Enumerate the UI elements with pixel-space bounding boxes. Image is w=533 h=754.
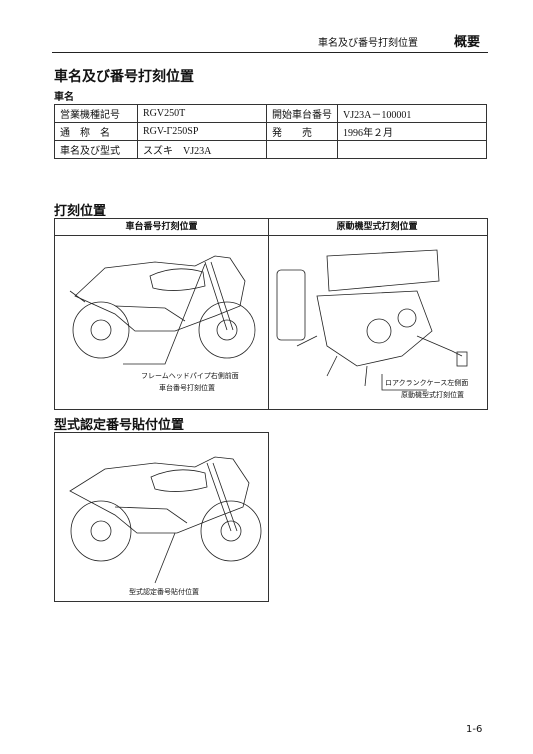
table-cell: 発 売: [266, 122, 338, 141]
figure-heading: 車台番号打刻位置: [55, 219, 268, 236]
frame-callout-label: 車台番号打刻位置: [159, 384, 215, 392]
motorcycle-illustration: [69, 456, 262, 584]
chapter-label: 概要: [454, 35, 481, 50]
cert-label-figure: 型式認定番号貼付位置: [54, 432, 269, 602]
table-cell: 通 称 名: [54, 122, 138, 141]
cert-section-title: 型式認定番号貼付位置: [54, 418, 185, 433]
page-title: 車名及び番号打刻位置: [54, 69, 194, 85]
header-rule: [52, 52, 488, 53]
page-number: 1-6: [466, 724, 483, 735]
table-cell: 1996年２月: [337, 122, 487, 141]
running-header-title: 車名及び番号打刻位置: [318, 38, 418, 49]
table-cell: [337, 140, 487, 159]
motorcycle-illustration: [69, 255, 256, 365]
stamp-section-title: 打刻位置: [54, 204, 107, 219]
table-cell: 開始車台番号: [266, 104, 338, 123]
spec-table: 営業機種記号 RGV250T 開始車台番号 VJ23A－100001 通 称 名…: [54, 104, 487, 159]
table-cell: [266, 140, 338, 159]
engine-callout-location: ロアクランクケース左側面: [385, 379, 469, 387]
figure-heading: 原動機型式打刻位置: [267, 219, 487, 236]
table-row: 営業機種記号 RGV250T 開始車台番号 VJ23A－100001: [54, 104, 487, 123]
table-cell: VJ23A－100001: [337, 104, 487, 123]
table-cell: RGV-Γ250SP: [137, 122, 267, 141]
engine-illustration: [276, 249, 468, 391]
frame-number-figure: 車台番号打刻位置 フレームヘッドパイプ右側前面 車台番号打刻位置: [54, 218, 269, 410]
cert-callout-label: 型式認定番号貼付位置: [129, 588, 199, 596]
engine-number-figure: 原動機型式打刻位置 ロアクランクケース左側面 原動機型式打刻位置: [267, 218, 488, 410]
frame-callout-location: フレームヘッドパイプ右側前面: [141, 372, 239, 380]
table-row: 通 称 名 RGV-Γ250SP 発 売 1996年２月: [54, 122, 487, 141]
table-cell: RGV250T: [137, 104, 267, 123]
table-cell: 車名及び型式: [54, 140, 138, 159]
table-cell: スズキ VJ23A: [137, 140, 267, 159]
table-cell: 営業機種記号: [54, 104, 138, 123]
engine-callout-label: 原動機型式打刻位置: [401, 391, 464, 399]
table-row: 車名及び型式 スズキ VJ23A: [54, 140, 487, 159]
subtitle: 車名: [54, 92, 74, 103]
